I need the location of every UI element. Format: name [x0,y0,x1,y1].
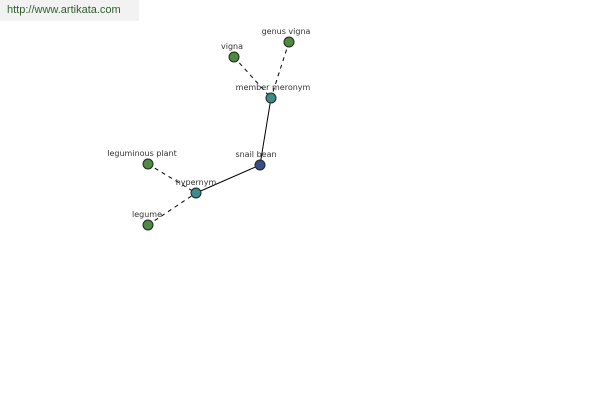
edge-vigna-to-member-meronym [233,56,272,99]
edge-leguminous-plant-to-hypernym [147,163,197,194]
node-leguminous-plant-dot[interactable] [142,158,154,170]
node-member-meronym-dot[interactable] [265,92,277,104]
node-legume[interactable]: legume [132,210,162,231]
node-snail-bean[interactable]: snail bean [235,150,277,171]
edge-snail-bean-to-hypernym [195,164,261,194]
edge-member-meronym-to-snail-bean [259,97,272,166]
node-genus-vigna-label[interactable]: genus vigna [262,27,311,36]
node-legume-label[interactable]: legume [132,210,162,219]
node-member-meronym-label[interactable]: member meronym [236,83,311,92]
node-snail-bean-dot[interactable] [254,159,266,171]
node-hypernym-dot[interactable] [190,187,202,199]
nodes-layer: vigna genus vigna member meronym snail bean… [107,27,311,231]
node-vigna[interactable]: vigna [221,42,243,63]
edge-genus-vigna-to-member-meronym [270,41,290,99]
node-leguminous-plant[interactable]: leguminous plant [107,149,177,170]
source-url-banner[interactable]: http://www.artikata.com [0,0,139,21]
node-genus-vigna-dot[interactable] [283,36,295,48]
node-member-meronym[interactable]: member meronym [236,83,311,104]
node-vigna-label[interactable]: vigna [221,42,243,51]
node-legume-dot[interactable] [142,219,154,231]
node-snail-bean-label[interactable]: snail bean [235,150,276,159]
edges-layer [147,41,290,226]
node-leguminous-plant-label[interactable]: leguminous plant [107,149,176,158]
node-vigna-dot[interactable] [228,51,240,63]
node-genus-vigna[interactable]: genus vigna [262,27,311,48]
node-hypernym[interactable]: hypernym [176,178,217,199]
node-hypernym-label[interactable]: hypernym [176,178,217,187]
edge-legume-to-hypernym [147,192,197,226]
